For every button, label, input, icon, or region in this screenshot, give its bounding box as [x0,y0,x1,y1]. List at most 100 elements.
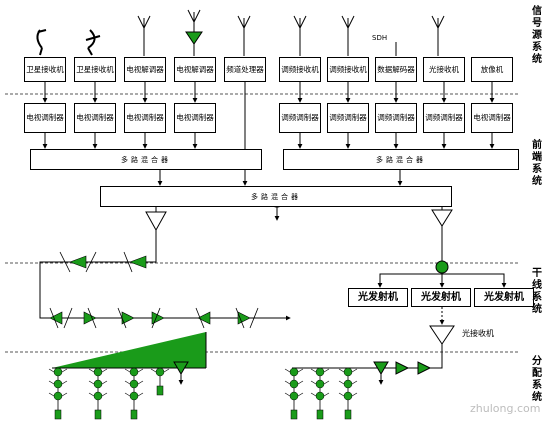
tap-node [53,391,63,401]
tap-branch [88,380,95,385]
source-box-channel-processor: 频道处理器 [224,57,266,82]
tap-node [343,379,353,389]
subscriber-outlet [344,409,352,420]
tap-branch [61,368,68,373]
tap-branch [101,380,108,385]
tap-branch [61,392,68,397]
tap-branch [310,392,317,397]
tap-branch [101,368,108,373]
tap-branch [297,368,304,373]
tap-branch [48,392,55,397]
optical-transmitter-1: 光发射机 [348,288,408,307]
tap-node [93,379,103,389]
trunk-amplifiers-left [49,255,251,325]
modulator-box: 调频调制器 [423,103,465,133]
source-box-data-decoder: 数据解码器 [375,57,417,82]
tap-branch [351,380,358,385]
tap-node [93,391,103,401]
side-label-source: 信号源系统 [532,6,542,65]
tap-branch [150,368,157,373]
tap-node [129,367,139,377]
tap-node [289,367,299,377]
tap-branch [48,368,55,373]
tap-branch [88,392,95,397]
tap-node [129,379,139,389]
mixer-left: 多路混合器 [30,149,262,170]
tap-node [155,367,165,377]
tap-node [53,379,63,389]
distribution-area [52,332,206,368]
tap-branch [137,380,144,385]
side-label-distribution: 分配系统 [532,356,542,403]
watermark: zhulong.com [470,402,541,415]
sdh-label: SDH [372,34,388,42]
tap-branch [323,392,330,397]
source-box-tv-demodulator-1: 电视解调器 [124,57,166,82]
source-box-tv-demodulator-2: 电视解调器 [174,57,216,82]
subscriber-outlet [316,409,324,420]
tap-branch [338,368,345,373]
source-box-fm-receiver-1: 调频接收机 [279,57,321,82]
tap-branch [338,380,345,385]
optical-transmitter-3: 光发射机 [474,288,534,307]
tap-branch [48,380,55,385]
subscriber-outlet [94,409,102,420]
subscriber-outlet [156,385,164,396]
tap-branch [124,380,131,385]
splitter-icon [435,260,449,274]
tap-node [343,391,353,401]
mixer-right: 多路混合器 [283,149,519,170]
tap-branch [351,392,358,397]
tap-branch [310,380,317,385]
tap-branch [137,392,144,397]
optical-receiver-label: 光接收机 [462,329,494,338]
tap-branch [124,392,131,397]
tap-node [343,367,353,377]
tap-branch [323,380,330,385]
modulator-box: 电视调制器 [471,103,513,133]
modulator-box: 电视调制器 [24,103,66,133]
antenna-icon [137,15,151,56]
tap-branch [310,368,317,373]
tap-node [289,391,299,401]
modulator-box: 调频调制器 [327,103,369,133]
subscriber-outlet [54,409,62,420]
trunk-amplifier-icon [431,209,453,227]
satellite-dish-icon [85,29,101,56]
tap-branch [338,392,345,397]
tap-branch [163,368,170,373]
tap-branch [297,380,304,385]
optical-receiver-icon [429,325,455,345]
antenna-icon [237,15,251,56]
modulator-box: 电视调制器 [124,103,166,133]
modulator-box: 电视调制器 [174,103,216,133]
antenna-icon [341,15,355,56]
tap-node [315,391,325,401]
source-box-optical-receiver: 光接收机 [423,57,465,82]
tap-branch [297,392,304,397]
source-box-satellite-receiver-1: 卫星接收机 [24,57,66,82]
modulator-box: 调频调制器 [375,103,417,133]
subscriber-taps [48,367,358,420]
tap-branch [101,392,108,397]
tap-branch [61,380,68,385]
optical-transmitter-2: 光发射机 [411,288,471,307]
subscriber-outlet [290,409,298,420]
tap-node [315,367,325,377]
tap-branch [323,368,330,373]
branch-ticks [49,251,259,329]
tap-branch [284,380,291,385]
side-label-frontend: 前端系统 [532,140,542,187]
source-box-satellite-receiver-2: 卫星接收机 [74,57,116,82]
antenna-icon [185,9,203,56]
tap-branch [124,368,131,373]
antenna-icon [293,15,307,56]
source-box-fm-receiver-2: 调频接收机 [327,57,369,82]
tap-node [93,367,103,377]
trunk-amplifier-icon [145,211,167,232]
antenna-icon [431,15,445,56]
mixer-main: 多路混合器 [100,186,452,207]
modulator-box: 调频调制器 [279,103,321,133]
tap-branch [351,368,358,373]
